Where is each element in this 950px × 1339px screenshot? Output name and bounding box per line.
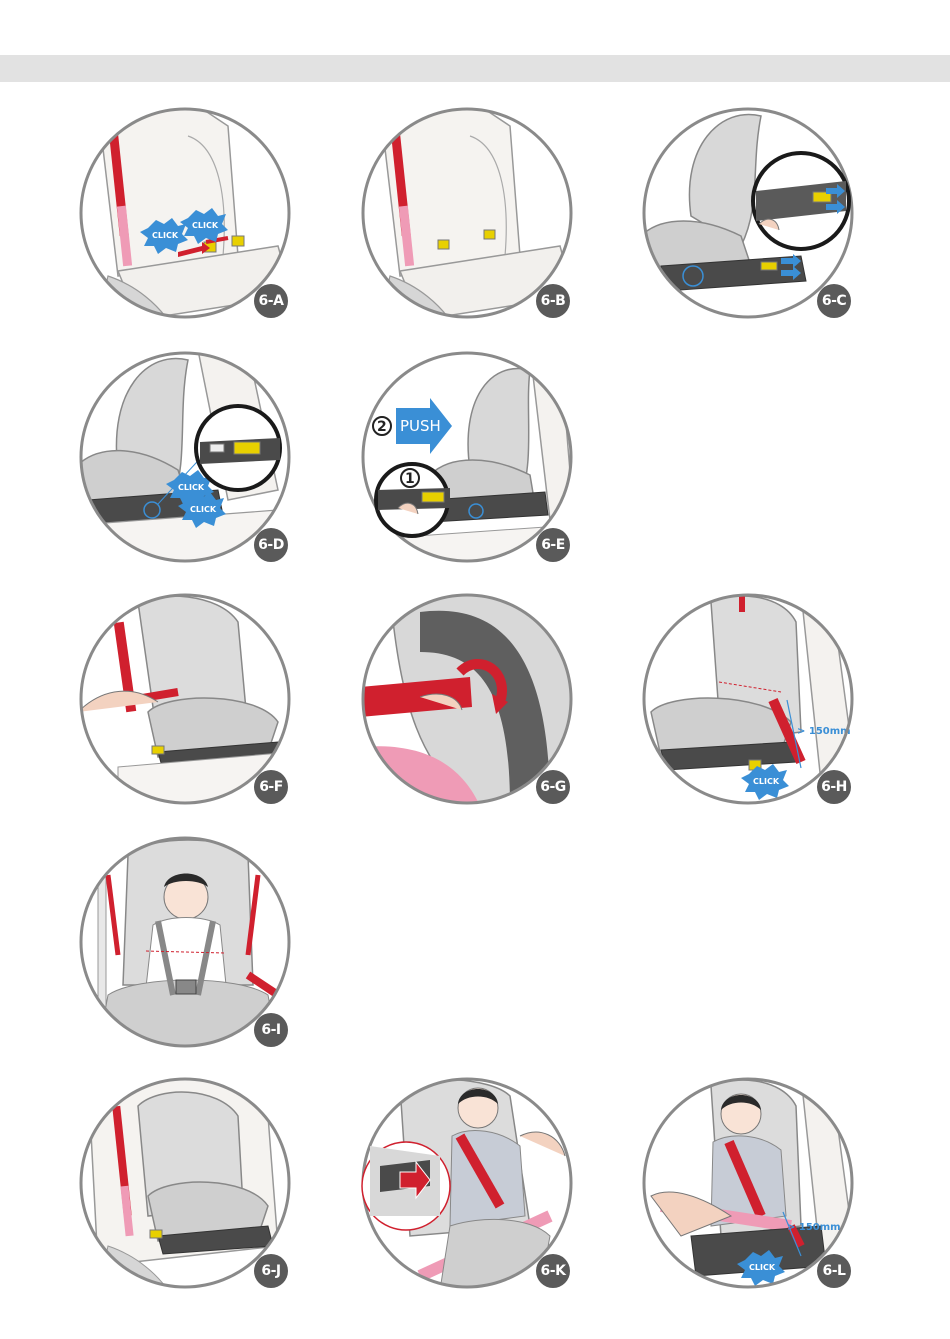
step-number-1-label: 1 bbox=[405, 471, 415, 487]
panel-6d: CLICK CLICK 6-D bbox=[78, 350, 292, 564]
svg-text:CLICK: CLICK bbox=[749, 1263, 776, 1272]
step-badge-6a: 6-A bbox=[254, 284, 288, 318]
panel-6i: 6-I bbox=[78, 835, 292, 1049]
step-badge-6c: 6-C bbox=[817, 284, 851, 318]
measurement-label: > 150mm bbox=[797, 726, 851, 737]
step-badge-6j: 6-J bbox=[254, 1254, 288, 1288]
step-badge-6f: 6-F bbox=[254, 770, 288, 804]
svg-text:CLICK: CLICK bbox=[190, 505, 217, 514]
svg-text:2: 2 bbox=[377, 419, 387, 435]
detail-zoom-6d bbox=[196, 406, 280, 490]
panel-6k: 6-K bbox=[360, 1076, 574, 1290]
step-badge-6b: 6-B bbox=[536, 284, 570, 318]
step-number-2: 2 bbox=[373, 417, 391, 435]
step-badge-6h: 6-H bbox=[817, 770, 851, 804]
svg-text:CLICK: CLICK bbox=[178, 483, 205, 492]
panel-6a: CLICK CLICK 6-A bbox=[78, 106, 292, 320]
detail-zoom-6e: 1 bbox=[376, 464, 450, 536]
header-band bbox=[0, 55, 950, 82]
detail-zoom-6c bbox=[753, 153, 849, 249]
step-badge-6i: 6-I bbox=[254, 1013, 288, 1047]
detail-zoom-6k bbox=[362, 1142, 450, 1230]
panel-6j: 6-J bbox=[78, 1076, 292, 1290]
svg-text:CLICK: CLICK bbox=[192, 221, 219, 230]
panel-6h: > 150mm CLICK 6-H bbox=[641, 592, 855, 806]
panel-6c: 6-C bbox=[641, 106, 855, 320]
panel-6f: 6-F bbox=[78, 592, 292, 806]
panel-6e: PUSH 2 1 6-E bbox=[360, 350, 574, 564]
panel-6l: > 150mm CLICK 6-L bbox=[641, 1076, 855, 1290]
panel-6g: 6-G bbox=[360, 592, 574, 806]
step-badge-6d: 6-D bbox=[254, 528, 288, 562]
step-badge-6g: 6-G bbox=[536, 770, 570, 804]
svg-text:PUSH: PUSH bbox=[400, 417, 441, 435]
step-badge-6k: 6-K bbox=[536, 1254, 570, 1288]
step-badge-6e: 6-E bbox=[536, 528, 570, 562]
panel-6b: 6-B bbox=[360, 106, 574, 320]
svg-text:CLICK: CLICK bbox=[152, 231, 179, 240]
measurement-label: > 150mm bbox=[787, 1222, 841, 1233]
svg-text:CLICK: CLICK bbox=[753, 777, 780, 786]
step-badge-6l: 6-L bbox=[817, 1254, 851, 1288]
